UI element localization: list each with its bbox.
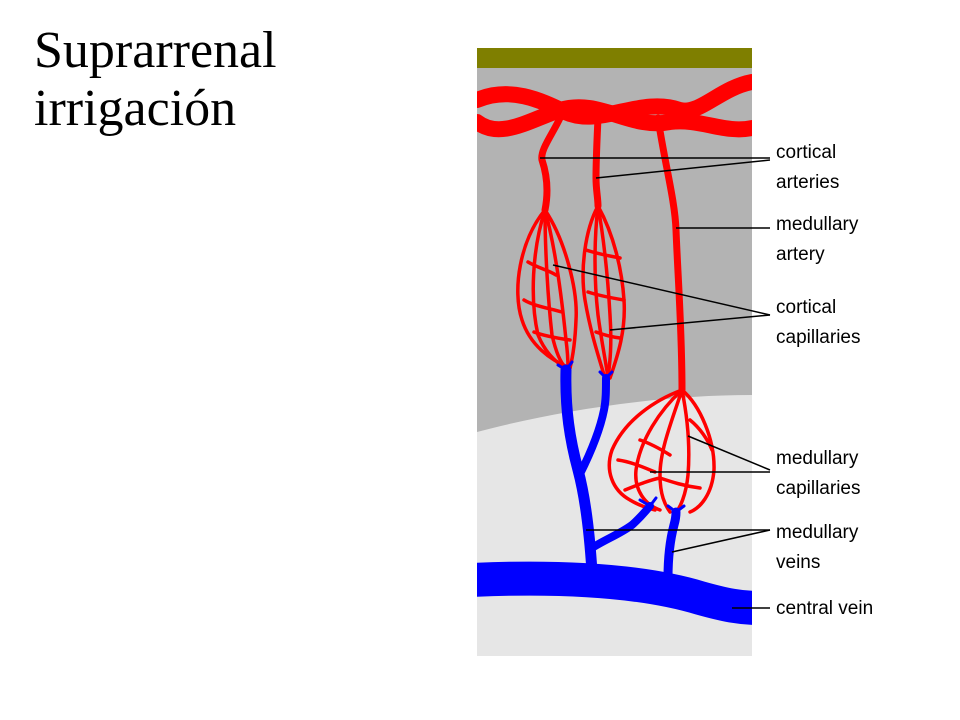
medullary-vein-left-branch (576, 374, 610, 478)
venule-3 (638, 496, 658, 508)
title-line-2: irrigación (34, 80, 237, 137)
cortical-capillary-bed-right (581, 204, 627, 380)
title-line-1: Suprarrenal (34, 22, 277, 79)
capsular-artery-lower (477, 99, 752, 138)
medullary-capillary-bed (607, 388, 716, 514)
label-medullary-artery: medullary artery (776, 214, 864, 265)
leader-medullary-veins-lower (671, 529, 771, 553)
cortical-artery-left (538, 114, 564, 214)
venule-2 (598, 370, 614, 380)
label-cortical-capillaries: cortical capillaries (776, 297, 860, 348)
leader-cortical-capillaries-right (609, 314, 771, 331)
leader-lines (540, 157, 771, 609)
leader-medullary-capillaries-upper (687, 435, 771, 471)
medullary-vein-left-joiner (588, 502, 654, 552)
venule-4 (666, 504, 686, 514)
medullary-vein-right-trunk (663, 507, 681, 583)
medullary-artery (654, 114, 686, 394)
slide-title: Suprarrenal irrigación (34, 22, 277, 138)
cortical-capillary-bed-left (516, 208, 578, 370)
diagram-labels: cortical arteries medullary artery corti… (776, 142, 873, 619)
label-medullary-capillaries: medullary capillaries (776, 448, 864, 499)
vein-network (477, 360, 752, 625)
label-central-vein: central vein (776, 598, 873, 619)
leader-cortical-artery-right (595, 159, 771, 179)
capsule-layer (477, 48, 752, 68)
cortical-artery-right (592, 114, 602, 210)
central-vein (477, 561, 752, 625)
label-medullary-veins: medullary veins (776, 522, 864, 573)
label-cortical-arteries: cortical arteries (776, 142, 841, 193)
venule-1 (556, 360, 574, 372)
leader-cortical-capillaries-left (552, 264, 771, 316)
artery-network (477, 74, 752, 514)
